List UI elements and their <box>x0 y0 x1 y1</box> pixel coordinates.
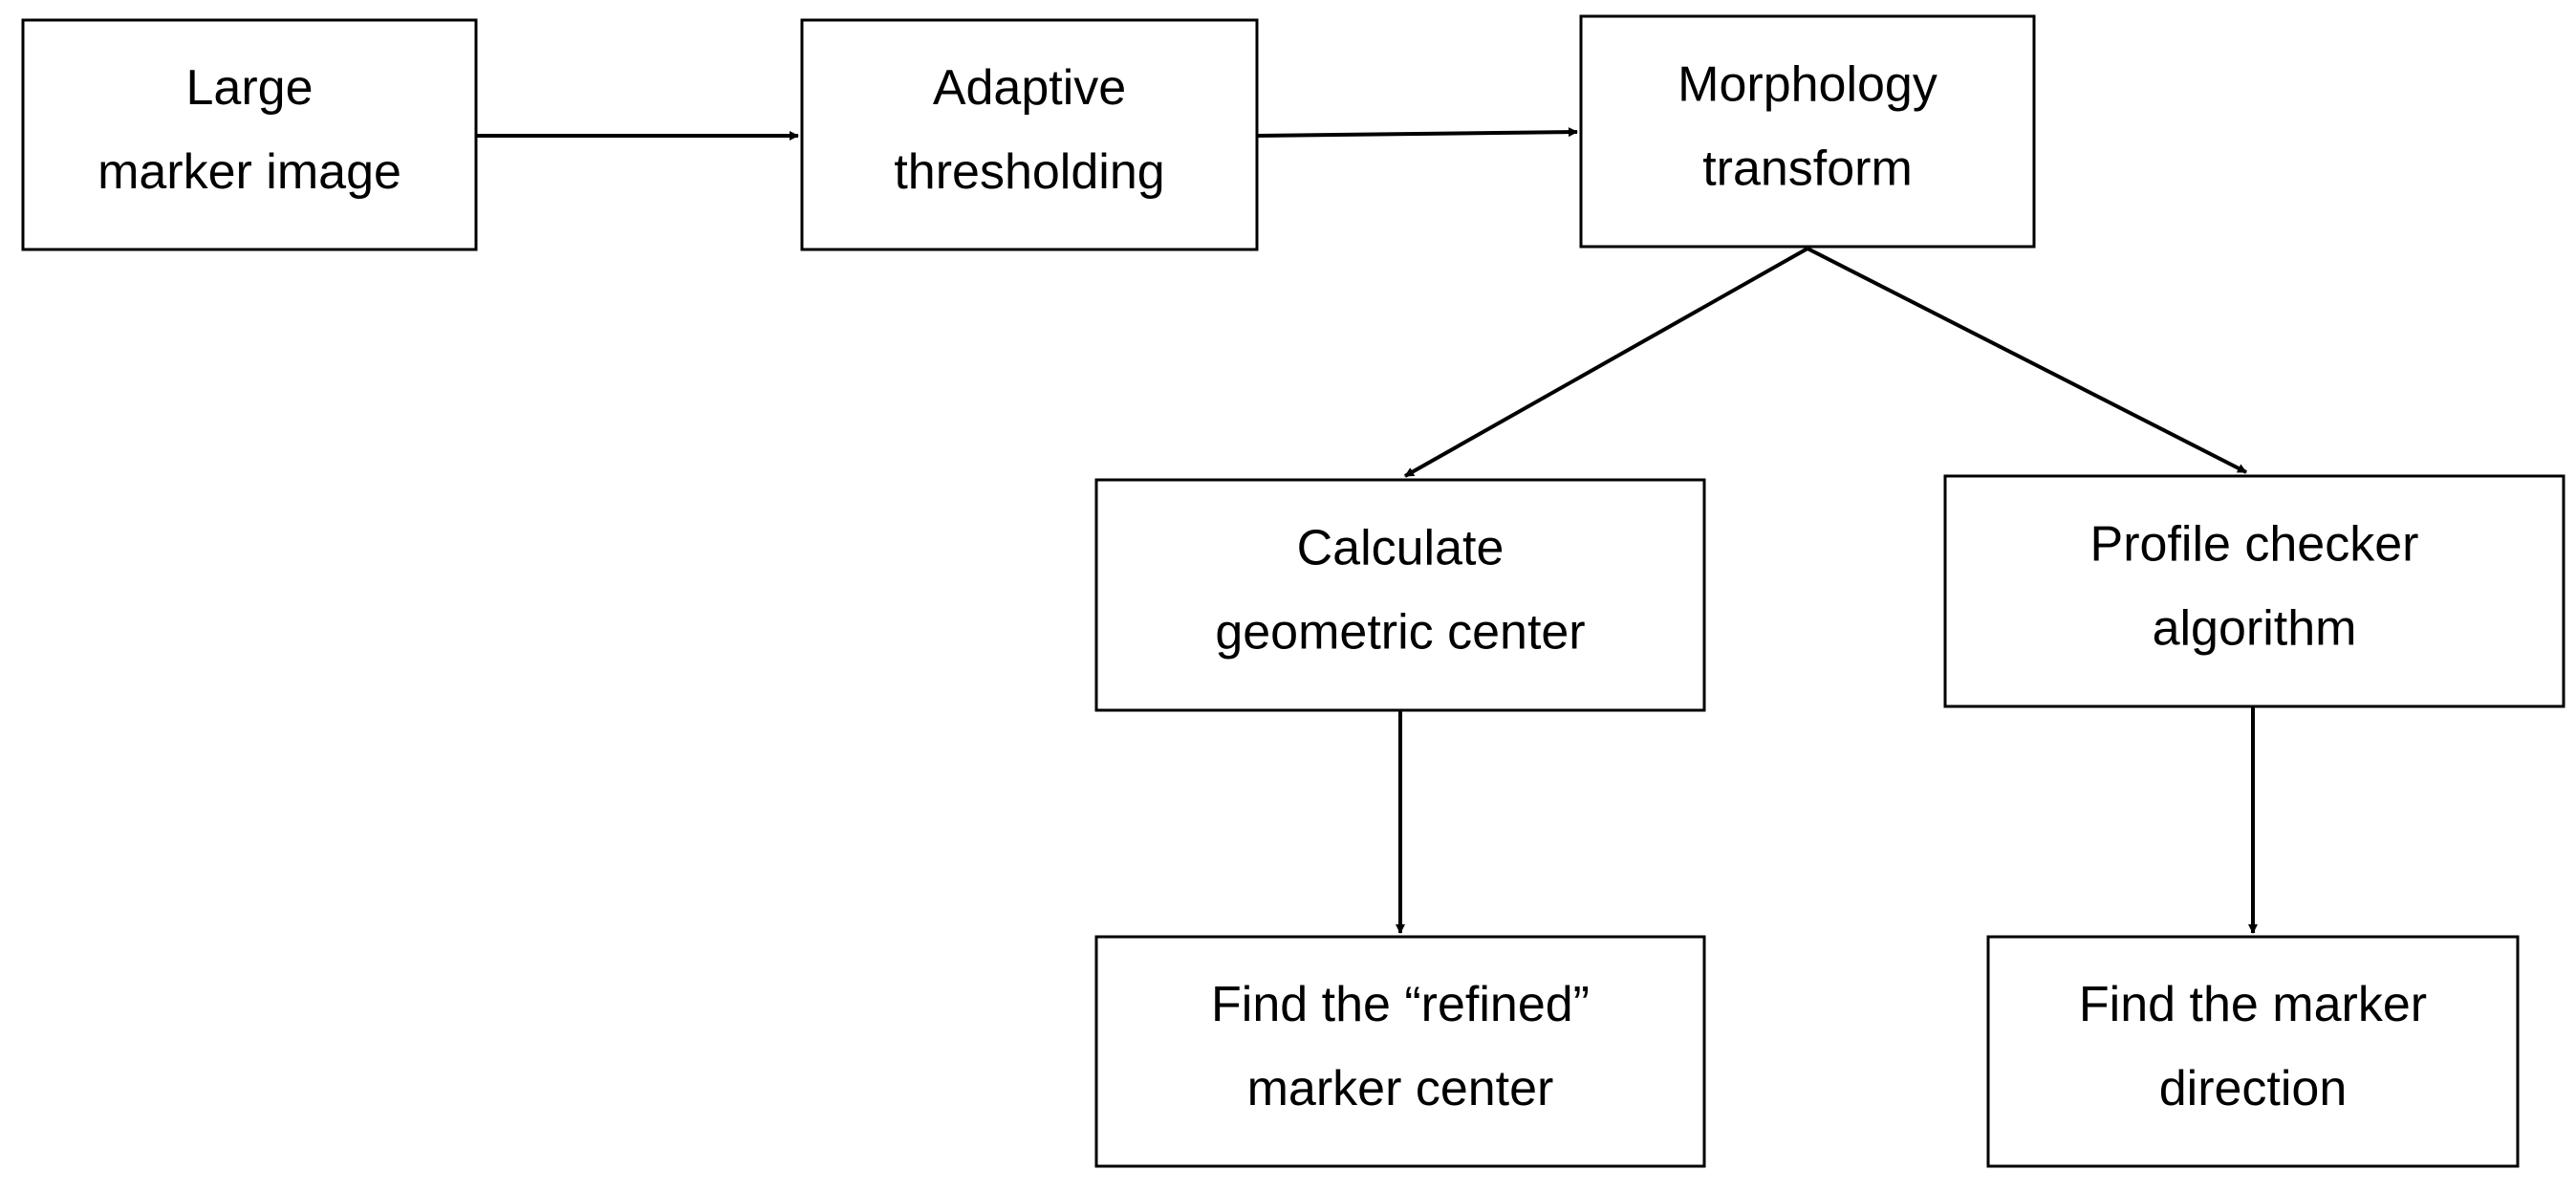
node-box <box>1579 14 2036 249</box>
node-profile-checker-algorithm: Profile checker algorithm <box>1943 474 2565 708</box>
node-find-refined-marker-center: Find the “refined” marker center <box>1094 935 1706 1168</box>
node-label-line: algorithm <box>2153 601 2357 657</box>
arrow-morphology-to-profile <box>1807 247 2247 474</box>
node-label-line: marker center <box>1247 1061 1554 1116</box>
node-label-line: thresholding <box>894 144 1164 200</box>
node-label-line: Find the “refined” <box>1211 977 1590 1032</box>
node-calculate-geometric-center: Calculate geometric center <box>1094 478 1706 712</box>
node-box <box>21 18 478 251</box>
node-large-marker-image: Large marker image <box>21 18 478 251</box>
node-box <box>1094 935 1706 1168</box>
node-label-line: Large <box>186 60 314 116</box>
node-label-line: marker image <box>97 144 401 200</box>
node-label-line: Find the marker <box>2079 977 2427 1032</box>
arrow-morphology-to-calculate <box>1404 247 1808 478</box>
node-label-line: Adaptive <box>933 60 1126 116</box>
node-label-line: direction <box>2159 1061 2348 1116</box>
node-label-line: transform <box>1702 141 1913 197</box>
node-label-line: Calculate <box>1297 521 1504 576</box>
node-label-line: Morphology <box>1678 57 1937 113</box>
node-box <box>1094 478 1706 712</box>
node-box <box>800 18 1259 251</box>
node-box <box>1943 474 2565 708</box>
node-box <box>1986 935 2520 1168</box>
node-label-line: Profile checker <box>2090 517 2419 573</box>
node-morphology-transform: Morphology transform <box>1579 14 2036 249</box>
node-find-marker-direction: Find the marker direction <box>1986 935 2520 1168</box>
edges <box>476 127 2258 934</box>
arrow-adaptive-to-morphology <box>1256 127 1578 138</box>
node-adaptive-thresholding: Adaptive thresholding <box>800 18 1259 251</box>
node-label-line: geometric center <box>1215 605 1585 661</box>
